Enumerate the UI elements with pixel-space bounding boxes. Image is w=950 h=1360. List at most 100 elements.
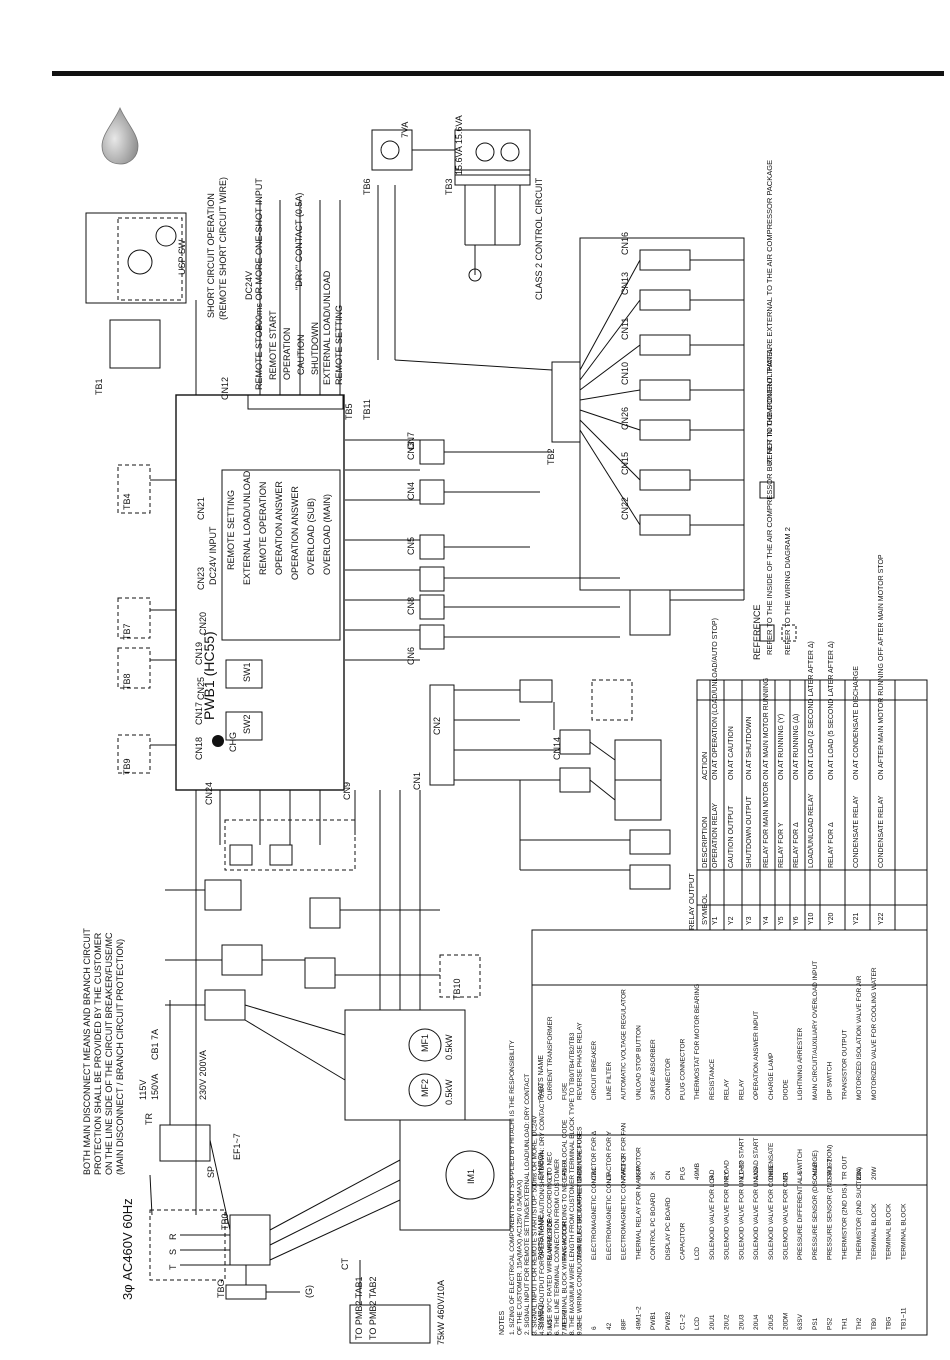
usp-label: USP SW (177, 239, 187, 275)
note-class2: CLASS 2 CONTROL CIRCUIT (534, 177, 544, 300)
cn7-label: CN7 (406, 432, 416, 450)
tr-rating: 150VA (150, 1074, 160, 1100)
tb4-block (109, 319, 161, 369)
cn3-label: CN3 (406, 442, 416, 460)
parts-row-name: SOLENOID VALVE FOR UNLOAD START (753, 1138, 760, 1260)
parts-row-name: THERMAL RELAY FOR MAIN MOTOR (635, 1147, 642, 1260)
note-line: 2. SIGNAL INPUT FOR REMOTE SETTING/EXTER… (524, 1074, 531, 1335)
note-line: 6. THE LINE TERMINAL CONNECTION FROM CUS… (554, 1159, 561, 1335)
relay-row-symbol: Y10 (808, 912, 815, 925)
parts-row-symbol: TH2 (856, 1317, 863, 1330)
relay-row-symbol: Y22 (878, 912, 885, 925)
tb11-label: TB11 (362, 399, 372, 420)
dc24v-input-label: DC24V INPUT (208, 526, 218, 585)
parts-row-symbol: 20U4 (753, 1314, 760, 1330)
parts-row-symbol: PLG (679, 1167, 686, 1180)
parts-row-name: TERMINAL BLOCK (900, 1203, 907, 1260)
parts-row-name: THERMOSTAT FOR MOTOR BEARING (694, 984, 701, 1100)
cn16-label: CN16 (620, 232, 630, 255)
parts-row-symbol: PWB2 (665, 1311, 672, 1330)
parts-row-symbol: 20U5 (768, 1314, 775, 1330)
parts-row-name: OPERATION ANSWER INPUT (753, 1011, 760, 1100)
class2-box (454, 129, 531, 176)
parts-row-name: UNLOAD STOP BUTTON (635, 1025, 642, 1100)
cn20-label: CN20 (198, 612, 208, 635)
parts-row-name: MAIN CIRCUIT/AUXILIARY OVERLOAD INPUT (812, 961, 819, 1100)
usp-box (117, 217, 183, 301)
parts-header-name-b: PARTS NAME (538, 1055, 545, 1100)
note-pulse: 500ms OR MORE ONE-SHOT INPUT (254, 178, 264, 330)
motor-fan1-kw: 0.5kW (444, 1034, 454, 1060)
tr-primary: 115V (138, 1080, 148, 1100)
parts-header-symbol-a: SYMBOL (538, 1301, 545, 1330)
relay-row-action: ON AT LOAD (5 SECOND LATER AFTER Δ) (828, 641, 835, 780)
input-item-5: OVERLOAD (SUB) (306, 498, 316, 575)
parts-row-name: THERMISTOR (2ND DIS.) (841, 1184, 848, 1260)
parts-row-name: PRESSURE SENSOR (2ND SUCTION) (827, 1145, 834, 1260)
parts-row-symbol: LF (606, 1172, 613, 1180)
parts-row-name: CURRENT TRANSFORMER (547, 1016, 554, 1100)
input-item-2: REMOTE OPERATION (258, 482, 268, 575)
phase-s: S (168, 1249, 178, 1255)
tb10-label: TB10 (452, 978, 462, 1000)
parts-row-symbol: TBG (886, 1317, 893, 1330)
relay-row-description: RELAY FOR MAIN MOTOR (763, 782, 770, 868)
power-supply: 3φ AC460V 60Hz (120, 1198, 135, 1300)
relay-header-description: DESCRIPTION (700, 817, 709, 868)
reference-1: REFER TO THE INSIDE OF THE AIR COMPRESSO… (765, 348, 774, 655)
parts-row-symbol: 20A (856, 1168, 863, 1180)
note-operation: OPERATION (282, 328, 292, 380)
parts-header-name-a: PARTS NAME (538, 1215, 545, 1260)
parts-row-name: MOTORIZED ISOLATION VALVE FOR AIR (856, 975, 863, 1100)
parts-row-symbol: 88F (621, 1319, 628, 1330)
note-line: 4. SIGNAL OUTPUT FOR OPERATION/CAUTION/S… (539, 1084, 546, 1335)
motor-main-label: IM1 (466, 1169, 476, 1184)
tbg-label: TBG (216, 1279, 226, 1298)
parts-row-symbol: 42 (606, 1322, 613, 1330)
motor-fan2-kw: 0.5kW (444, 1079, 454, 1105)
parts-row-name: CHARGE LAMP (768, 1053, 775, 1100)
cn23-label: CN23 (196, 567, 206, 590)
usp-inner (85, 212, 187, 304)
parts-row-name: SOLENOID VALVE FOR LOAD (709, 1169, 716, 1260)
main-note-2: PROTECTION SHALL BE PROVIDED BY THE CUST… (93, 932, 103, 1175)
parts-row-name: LIGHTNING ARRESTER (797, 1027, 804, 1100)
parts-row-symbol: 52 (576, 1322, 583, 1330)
note-caution: CAUTION (296, 335, 306, 376)
cn24-label: CN24 (204, 782, 214, 805)
parts-row-symbol: 20U2 (724, 1314, 731, 1330)
relay-row-description: RELAY FOR Δ (793, 822, 800, 868)
relay-row-action: ON AT LOAD (2 SECOND LATER AFTER Δ) (808, 641, 815, 780)
note-short-circuit: SHORT CIRCUIT OPERATION (206, 193, 216, 318)
parts-row-symbol: PS2 (827, 1317, 834, 1330)
tb2-distribution (551, 361, 581, 443)
parts-row-symbol: 6 (591, 1326, 598, 1330)
parts-row-symbol: 20U3 (738, 1314, 745, 1330)
tb8-label: TB8 (122, 673, 132, 690)
input-item-4: OPERATION ANSWER (290, 486, 300, 580)
parts-row-symbol: CHG (768, 1166, 775, 1180)
parts-row-name: ELECTROMAGNETIC CONTACTOR FOR FAN (621, 1122, 628, 1260)
cn4-label: CN4 (406, 482, 416, 500)
relay-row-action: ON AT CAUTION (728, 726, 735, 780)
parts-row-symbol: OVLD (812, 1162, 819, 1180)
tb9-label: TB9 (122, 758, 132, 775)
note-line: 8. THE MAXIMUM WIRE LENGTH FROM CUSTOMER… (569, 1032, 576, 1335)
parts-row-symbol: LCD (694, 1317, 701, 1330)
reference-2: REFER TO THE WIRING DIAGRAM 2 (783, 527, 792, 655)
tr-label: TR (144, 1113, 154, 1125)
relay-row-description: CONDENSATE RELAY (878, 795, 885, 868)
relay-row-description: SHUTDOWN OUTPUT (746, 795, 753, 868)
cn26-label: CN26 (620, 407, 630, 430)
note-line: 7. TERMINAL BLOCK WIRING ACCORDING TO NE… (562, 1119, 569, 1335)
parts-row-symbol: AVR1~2 (621, 1156, 628, 1180)
tb5-label: TB5 (344, 403, 354, 420)
parts-row-symbol: Y1~22 (738, 1161, 745, 1180)
relay-row-symbol: Y2 (728, 916, 735, 925)
dc24v-input-block (221, 469, 341, 641)
parts-row-name: FAN MOTOR (562, 1221, 569, 1260)
parts-row-name: SOLENOID VALVE FOR CONDENSATE (768, 1142, 775, 1260)
parts-row-symbol: IM1 (547, 1319, 554, 1330)
parts-row-name: RELAY (724, 1079, 731, 1100)
parts-row-name: CONNECTOR (665, 1058, 672, 1100)
